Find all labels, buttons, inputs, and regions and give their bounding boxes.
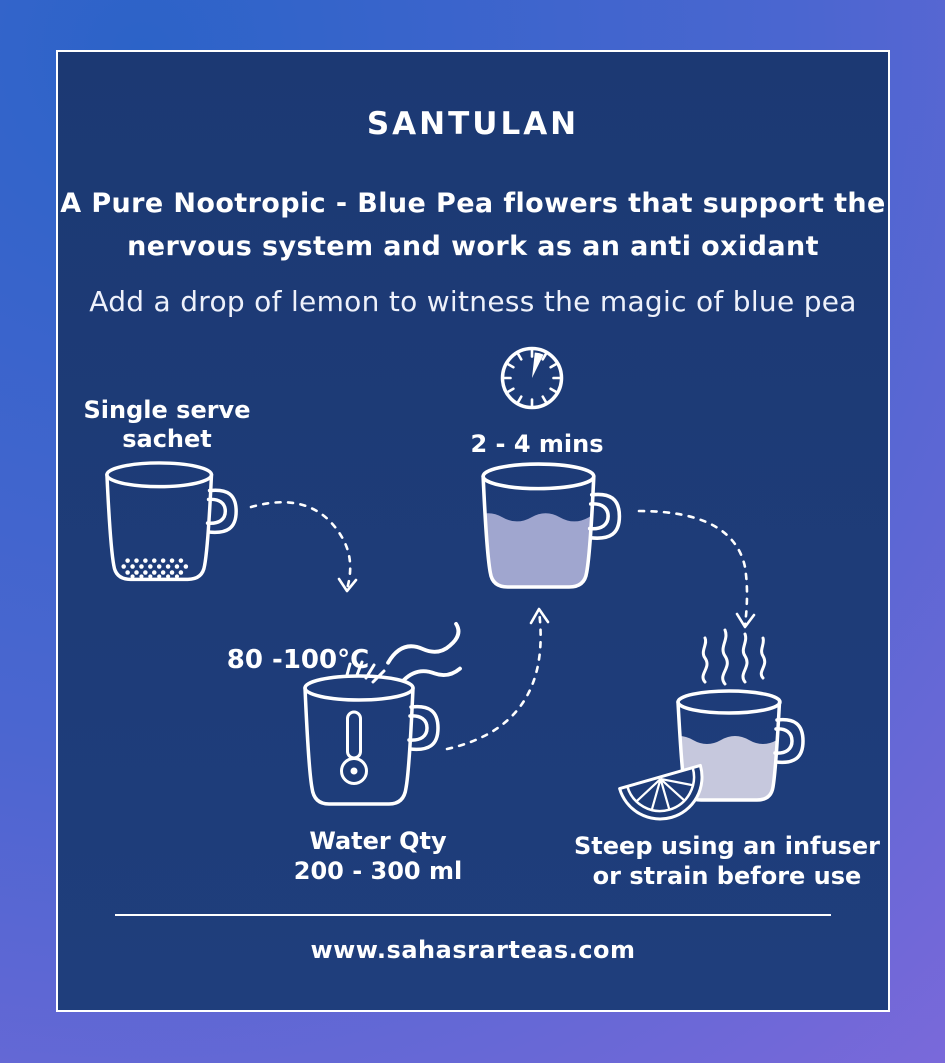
single-serve-label-line1: Single serve — [83, 396, 251, 424]
steam-wisps-icon — [701, 628, 767, 686]
water-qty-label-line1: Water Qty — [309, 827, 447, 855]
arrow-water-to-steep-icon — [445, 607, 550, 751]
strain-instruction-label: Steep using an infuser or strain before … — [547, 831, 907, 891]
timer-clock-icon — [500, 346, 564, 410]
page-title: SANTULAN — [366, 106, 580, 142]
water-qty-label-line2: 200 - 300 ml — [293, 857, 463, 885]
water-temperature-label: 80 -100°C — [226, 645, 370, 675]
tagline: Add a drop of lemon to witness the magic… — [89, 285, 857, 318]
thermometer-icon — [340, 710, 368, 785]
info-panel — [56, 50, 890, 1012]
strain-mug-icon — [618, 628, 805, 821]
single-serve-label-line2: sachet — [122, 425, 212, 453]
description-line-1: A Pure Nootropic - Blue Pea flowers that… — [60, 188, 886, 219]
elapsed-time-wedge — [532, 352, 544, 378]
steep-time-label: 2 - 4 mins — [470, 430, 604, 458]
steam-swirl-icon — [386, 621, 462, 683]
arrow-sachet-to-water-icon — [249, 500, 358, 593]
divider-line — [115, 914, 831, 916]
arrow-steep-to-strain-icon — [637, 509, 756, 629]
tea-liquid — [483, 513, 594, 587]
strain-instruction-line1: Steep using an infuser — [574, 832, 880, 860]
steeping-mug-icon — [481, 462, 622, 589]
lemon-wedge-icon — [618, 763, 704, 821]
sachet-granules — [121, 558, 189, 579]
description-line-2: nervous system and work as an anti oxida… — [127, 231, 819, 262]
water-mug-icon — [303, 660, 440, 806]
sachet-mug-icon — [105, 461, 238, 582]
water-qty-label: Water Qty 200 - 300 ml — [258, 826, 498, 886]
pour-stream-icon — [345, 660, 386, 684]
single-serve-label: Single serve sachet — [47, 396, 287, 454]
strain-instruction-line2: or strain before use — [592, 862, 862, 890]
clock-ticks — [503, 349, 561, 407]
clock-face — [500, 346, 564, 410]
website-url: www.sahasrarteas.com — [310, 936, 636, 964]
